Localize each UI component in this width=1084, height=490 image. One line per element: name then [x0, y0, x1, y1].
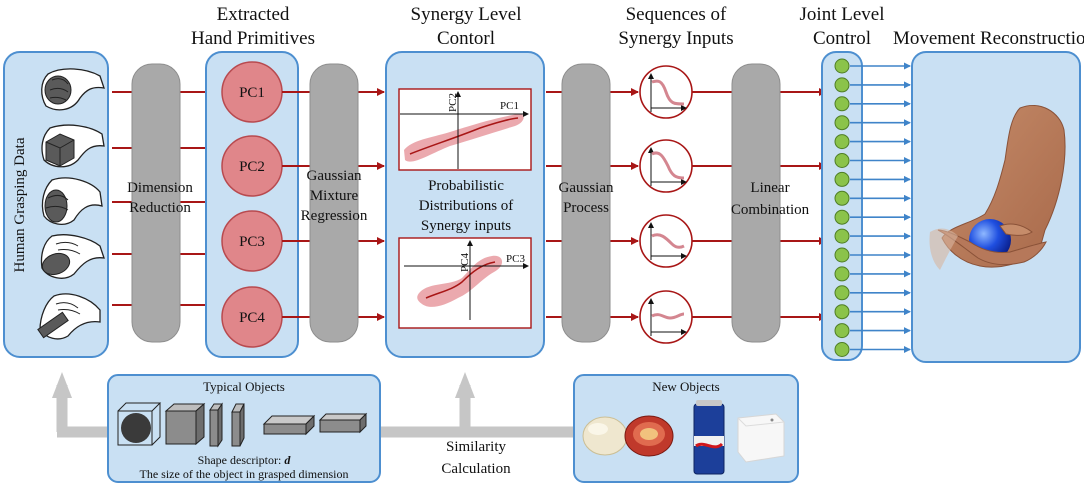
pc2-label: PC2 — [239, 159, 265, 175]
joint-node — [834, 115, 850, 131]
lc-line1: Linear — [750, 180, 789, 196]
joint-node — [834, 134, 850, 150]
tall-slab-icon — [231, 403, 245, 447]
flat-box-icon — [262, 414, 316, 436]
distribution-bottom — [417, 255, 503, 307]
can-object-icon — [693, 400, 725, 475]
title-synergy-line2: Contorl — [437, 28, 495, 49]
tin-object-icon — [624, 415, 674, 457]
similarity-line1: Similarity — [446, 439, 507, 455]
sequences-column — [639, 65, 693, 344]
axis-top-y-label: PC2 — [447, 93, 459, 112]
primitives-box — [205, 51, 299, 358]
joint-node — [834, 190, 850, 206]
synergy-caption-line3: Synergy inputs — [421, 218, 511, 234]
gaussian-process-bar — [561, 63, 611, 343]
mean-curve-top — [409, 117, 519, 155]
joint-level-box — [821, 51, 863, 361]
linear-combination-bar — [731, 63, 781, 343]
typical-objects-title: Typical Objects — [203, 379, 285, 394]
pc1-label: PC1 — [239, 85, 265, 101]
lc-line2: Combination — [731, 202, 810, 218]
dimension-reduction-bar — [131, 63, 181, 343]
grasping-data-panel: Human Grasping Data — [3, 51, 109, 358]
gmr-line1: Gaussian — [307, 168, 362, 184]
tall-box-icon — [209, 402, 223, 448]
joint-node — [834, 304, 850, 320]
new-objects-panel: New Objects — [573, 374, 799, 483]
joint-node — [834, 285, 850, 301]
grasping-data-label: Human Grasping Data — [12, 137, 28, 272]
pc3-label: PC3 — [239, 234, 265, 250]
similarity-line2: Calculation — [441, 461, 511, 477]
flat-bar-icon — [318, 412, 368, 434]
joint-node — [834, 77, 850, 93]
joint-node — [834, 58, 850, 74]
title-movement: Movement Reconstruction — [893, 28, 1084, 49]
hand-cube-icon — [41, 124, 105, 168]
hand-disc-icon — [40, 234, 105, 279]
feedback-arrows — [52, 372, 578, 438]
joint-node — [834, 342, 850, 357]
hand-sphere-icon — [41, 68, 105, 111]
pc4-label: PC4 — [239, 310, 265, 326]
new-objects-title: New Objects — [652, 379, 720, 394]
synergy-level-panel: PC1 PC2 Probabilistic Distributions of S… — [385, 51, 545, 358]
distribution-top — [404, 113, 524, 162]
dimension-reduction-line2: Reduction — [129, 200, 191, 216]
gmr-bar — [309, 63, 359, 343]
title-sequences-line1: Sequences of — [626, 4, 727, 25]
primitives-panel: PC1 PC2 PC3 PC4 — [205, 51, 299, 358]
title-joint-line1: Joint Level — [800, 4, 885, 25]
axis-bottom-x-label: PC3 — [506, 253, 525, 265]
axis-top-x-label: PC1 — [500, 100, 519, 112]
gp-line2: Process — [563, 200, 609, 216]
sequence-plot-2 — [639, 139, 693, 193]
synergy-caption-line1: Probabilistic — [428, 178, 504, 194]
title-extracted-line1: Extracted — [217, 4, 290, 25]
dimension-reduction-line1: Dimension — [127, 180, 193, 196]
joint-node — [834, 228, 850, 244]
cube-object-icon — [164, 402, 206, 446]
movement-panel — [911, 51, 1081, 363]
shape-descriptor-text: Shape descriptor: d — [198, 453, 292, 467]
reconstructed-hand — [929, 105, 1066, 270]
joint-node — [834, 247, 850, 263]
joint-node — [834, 209, 850, 225]
sequence-plot-4 — [639, 290, 693, 344]
hand-rod-icon — [37, 293, 101, 340]
joint-node — [834, 96, 850, 112]
title-joint-line2: Control — [813, 28, 871, 49]
gp-line1: Gaussian — [559, 180, 614, 196]
sphere-object-icon — [117, 402, 162, 446]
title-extracted-line2: Hand Primitives — [191, 28, 315, 49]
joint-node — [834, 323, 850, 339]
title-sequences-line2: Synergy Inputs — [618, 28, 733, 49]
gmr-line2: Mixture — [310, 188, 359, 204]
joint-nodes — [834, 58, 911, 357]
gmr-line3: Regression — [301, 208, 368, 224]
box-object-icon — [737, 413, 785, 463]
axis-bottom-y-label: PC4 — [459, 253, 471, 272]
bun-object-icon — [582, 416, 628, 456]
mean-curve-bottom — [425, 261, 496, 299]
sequence-plot-3 — [639, 214, 693, 268]
hand-cylinder-icon — [41, 177, 103, 226]
synergy-caption-line2: Distributions of — [419, 198, 514, 214]
joint-node — [834, 153, 850, 168]
sequence-plot-1 — [639, 65, 693, 119]
joint-node — [834, 171, 850, 187]
shape-descriptor-note: The size of the object in grasped dimens… — [140, 467, 349, 481]
typical-objects-panel: Typical Objects — [107, 374, 381, 483]
title-synergy-line1: Synergy Level — [411, 4, 522, 25]
joint-node — [834, 266, 850, 282]
